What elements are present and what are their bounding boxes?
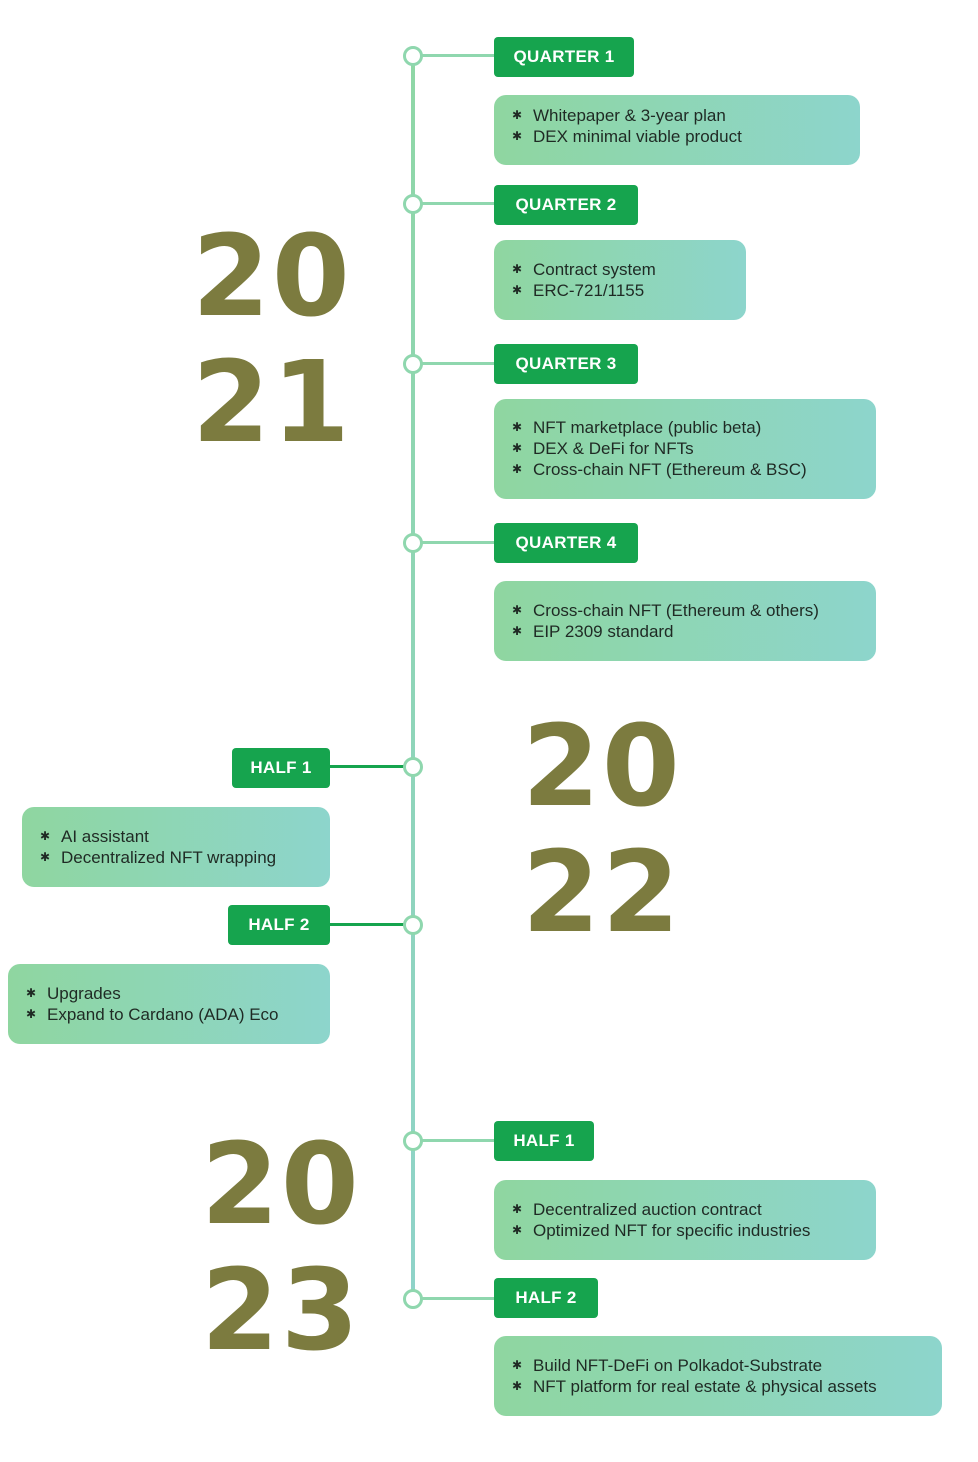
year-2021-line1: 20 bbox=[192, 212, 352, 342]
milestone-item: ✱AI assistant bbox=[40, 827, 149, 846]
milestone-tag: HALF 1 bbox=[232, 748, 330, 788]
bullet-icon: ✱ bbox=[40, 850, 51, 864]
year-2023-line1: 20 bbox=[201, 1120, 361, 1250]
timeline-node bbox=[403, 46, 423, 66]
bullet-icon: ✱ bbox=[512, 462, 523, 476]
bullet-icon: ✱ bbox=[40, 829, 51, 843]
year-2022-line2: 22 bbox=[522, 828, 682, 958]
bullet-icon: ✱ bbox=[512, 1202, 523, 1216]
timeline-spine bbox=[411, 55, 415, 1299]
bullet-icon: ✱ bbox=[512, 420, 523, 434]
bullet-icon: ✱ bbox=[26, 1007, 37, 1021]
timeline-node bbox=[403, 194, 423, 214]
connector-2022-h1 bbox=[329, 765, 409, 768]
milestone-tag: QUARTER 1 bbox=[494, 37, 634, 77]
bullet-icon: ✱ bbox=[512, 1358, 523, 1372]
timeline-node bbox=[403, 533, 423, 553]
milestone-tag: HALF 2 bbox=[494, 1278, 598, 1318]
milestone-box: ✱Decentralized auction contract ✱Optimiz… bbox=[494, 1180, 876, 1260]
milestone-item: ✱NFT marketplace (public beta) bbox=[512, 418, 762, 437]
bullet-icon: ✱ bbox=[26, 986, 37, 1000]
bullet-icon: ✱ bbox=[512, 262, 523, 276]
year-2023-line2: 23 bbox=[201, 1246, 361, 1376]
milestone-tag: QUARTER 3 bbox=[494, 344, 638, 384]
connector-2021-q1 bbox=[420, 54, 496, 57]
bullet-icon: ✱ bbox=[512, 603, 523, 617]
connector-2023-h1 bbox=[420, 1139, 496, 1142]
milestone-item: ✱Decentralized auction contract bbox=[512, 1200, 762, 1219]
timeline-node bbox=[403, 1131, 423, 1151]
connector-2022-h2 bbox=[329, 923, 409, 926]
milestone-item: ✱Cross-chain NFT (Ethereum & BSC) bbox=[512, 460, 807, 479]
milestone-box: ✱NFT marketplace (public beta) ✱DEX & De… bbox=[494, 399, 876, 499]
milestone-item: ✱Contract system bbox=[512, 260, 656, 279]
milestone-tag: QUARTER 2 bbox=[494, 185, 638, 225]
milestone-tag: HALF 1 bbox=[494, 1121, 594, 1161]
milestone-item: ✱Whitepaper & 3-year plan bbox=[512, 106, 726, 125]
connector-2021-q4 bbox=[420, 541, 496, 544]
timeline-node bbox=[403, 354, 423, 374]
year-2022: 20 22 bbox=[522, 704, 682, 956]
connector-2023-h2 bbox=[420, 1297, 496, 1300]
bullet-icon: ✱ bbox=[512, 1379, 523, 1393]
milestone-item: ✱Optimized NFT for specific industries bbox=[512, 1221, 811, 1240]
milestone-item: ✱DEX minimal viable product bbox=[512, 127, 742, 146]
year-2023: 20 23 bbox=[201, 1122, 361, 1374]
bullet-icon: ✱ bbox=[512, 624, 523, 638]
milestone-tag: HALF 2 bbox=[228, 905, 330, 945]
milestone-item: ✱DEX & DeFi for NFTs bbox=[512, 439, 694, 458]
bullet-icon: ✱ bbox=[512, 1223, 523, 1237]
bullet-icon: ✱ bbox=[512, 108, 523, 122]
year-2021: 20 21 bbox=[192, 214, 352, 466]
year-2021-line2: 21 bbox=[192, 338, 352, 468]
milestone-item: ✱ERC-721/1155 bbox=[512, 281, 645, 300]
bullet-icon: ✱ bbox=[512, 441, 523, 455]
milestone-box: ✱Upgrades ✱Expand to Cardano (ADA) Eco bbox=[8, 964, 330, 1044]
bullet-icon: ✱ bbox=[512, 129, 523, 143]
milestone-item: ✱Decentralized NFT wrapping bbox=[40, 848, 277, 867]
milestone-box: ✱Build NFT-DeFi on Polkadot-Substrate ✱N… bbox=[494, 1336, 942, 1416]
milestone-item: ✱Expand to Cardano (ADA) Eco bbox=[26, 1005, 279, 1024]
year-2022-line1: 20 bbox=[522, 702, 682, 832]
milestone-item: ✱Upgrades bbox=[26, 984, 121, 1003]
milestone-item: ✱EIP 2309 standard bbox=[512, 622, 674, 641]
timeline-node bbox=[403, 1289, 423, 1309]
milestone-tag: QUARTER 4 bbox=[494, 523, 638, 563]
milestone-box: ✱Whitepaper & 3-year plan ✱DEX minimal v… bbox=[494, 95, 860, 165]
connector-2021-q2 bbox=[420, 202, 496, 205]
bullet-icon: ✱ bbox=[512, 283, 523, 297]
timeline-node bbox=[403, 757, 423, 777]
milestone-box: ✱Contract system ✱ERC-721/1155 bbox=[494, 240, 746, 320]
milestone-box: ✱Cross-chain NFT (Ethereum & others) ✱EI… bbox=[494, 581, 876, 661]
milestone-item: ✱NFT platform for real estate & physical… bbox=[512, 1377, 877, 1396]
milestone-item: ✱Build NFT-DeFi on Polkadot-Substrate bbox=[512, 1356, 823, 1375]
timeline-node bbox=[403, 915, 423, 935]
milestone-item: ✱Cross-chain NFT (Ethereum & others) bbox=[512, 601, 819, 620]
connector-2021-q3 bbox=[420, 362, 496, 365]
milestone-box: ✱AI assistant ✱Decentralized NFT wrappin… bbox=[22, 807, 330, 887]
